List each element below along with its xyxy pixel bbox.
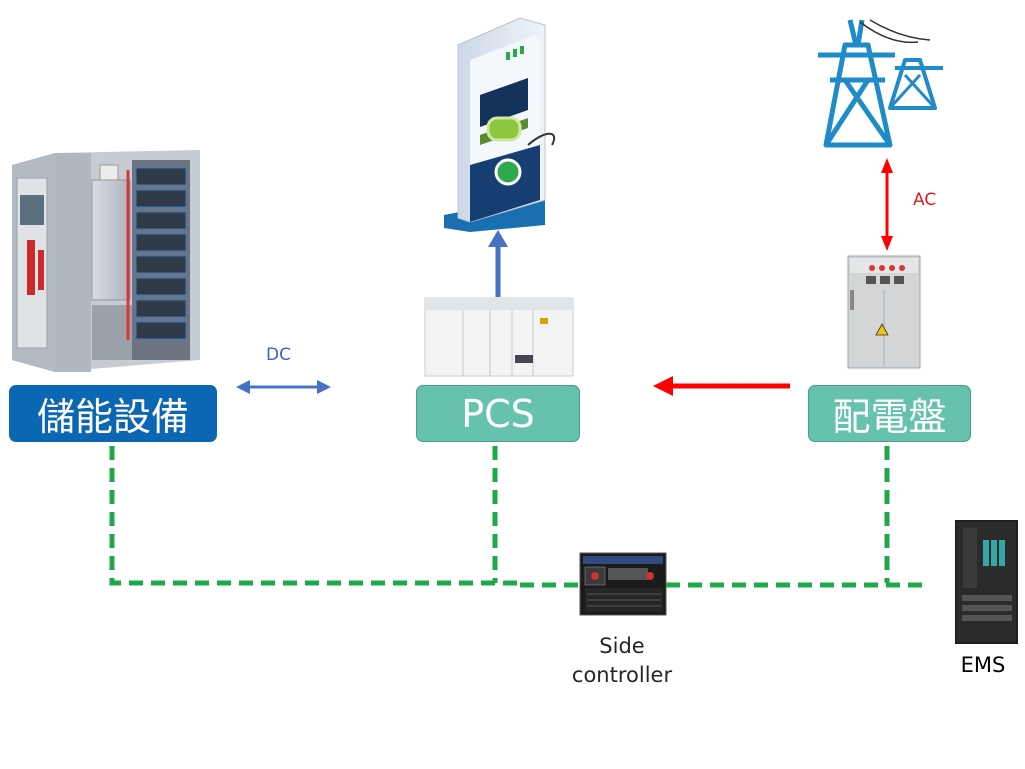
storage-comm-line [109, 446, 520, 586]
storage-equipment-label: 儲能設備 [36, 395, 189, 439]
pcs-box: PCS [416, 385, 580, 442]
ems-rack-image [955, 520, 1018, 644]
ev-charger-image [444, 17, 556, 232]
panel-to-pcs-arrow [653, 376, 790, 396]
dc-bidirectional-arrow [236, 380, 331, 394]
distribution-panel-label: 配電盤 [832, 395, 947, 439]
side-controller-caption-line2: controller [571, 663, 673, 687]
storage-equipment-box: 儲能設備 [9, 385, 217, 442]
ac-label: AC [913, 190, 937, 210]
pcs-unit-image [424, 297, 574, 377]
distribution-panel-box: 配電盤 [808, 385, 971, 442]
distribution-panel-image [847, 255, 921, 369]
side-controller-image [579, 552, 667, 616]
ems-caption: EMS [960, 653, 1006, 677]
pcs-label: PCS [461, 391, 535, 436]
ac-bidirectional-arrow [881, 158, 893, 251]
dc-label: DC [266, 345, 291, 365]
side-controller-caption-line1: Side [599, 634, 645, 658]
battery-storage-cabinet-image [12, 150, 200, 372]
pcs-to-charger-arrow [488, 230, 508, 297]
side-controller-caption: Side controller [555, 632, 689, 690]
transmission-tower-image [818, 19, 943, 148]
communication-lines [109, 446, 930, 588]
